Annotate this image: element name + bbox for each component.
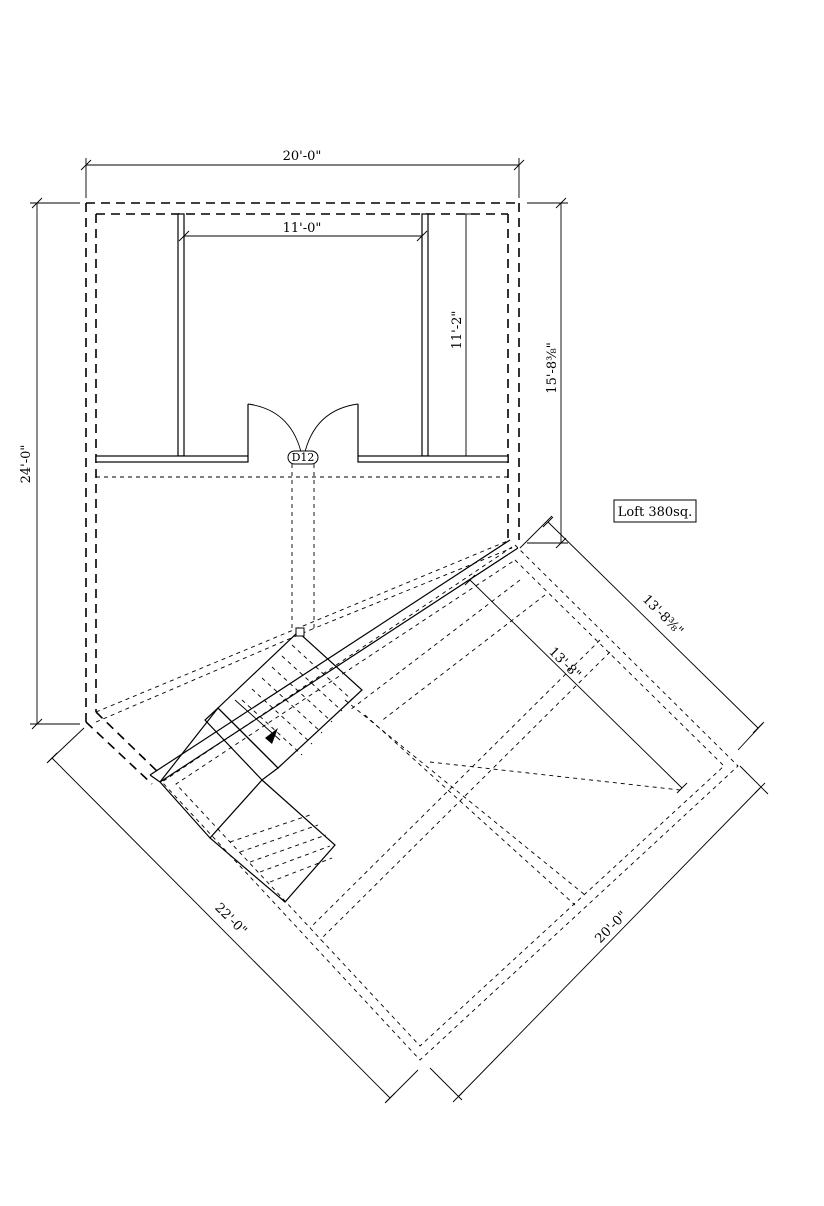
dimension-loft-bottom-right: 20'-0" bbox=[429, 765, 769, 1103]
dimension-loft-bottom-left: 22'-0" bbox=[46, 727, 419, 1104]
dimension-left-height: 24'-0" bbox=[19, 197, 80, 730]
double-door bbox=[247, 403, 359, 457]
dimension-inner-width: 11'-0" bbox=[178, 221, 428, 242]
area-label: Loft 380sq. bbox=[618, 505, 693, 520]
dimension-loft-bottom-right-label: 20'-0" bbox=[593, 909, 631, 947]
dimension-inner-depth: 11'-2" bbox=[450, 213, 472, 457]
interior-room-walls bbox=[95, 213, 509, 463]
dimension-loft-top-right: 13'-8⅜" bbox=[519, 515, 765, 751]
dimension-right-height: 15'-8⅜" bbox=[527, 197, 568, 549]
dimension-inner-width-label: 11'-0" bbox=[283, 221, 322, 236]
dimension-right-height-label: 15'-8⅜" bbox=[545, 342, 560, 393]
door-tag-label: D12 bbox=[292, 451, 315, 464]
dimension-loft-top-right-label: 13'-8⅜" bbox=[639, 592, 686, 639]
dimension-loft-inner-label: 13'-8" bbox=[545, 645, 583, 683]
dimension-loft-bottom-left-label: 22'-0" bbox=[211, 901, 249, 939]
guide-lines bbox=[95, 464, 513, 723]
area-label-box: Loft 380sq. bbox=[613, 499, 697, 523]
door-tag: D12 bbox=[287, 450, 319, 465]
angled-loft bbox=[149, 539, 739, 1061]
dimension-left-height-label: 24'-0" bbox=[19, 445, 34, 484]
dimension-inner-depth-label: 11'-2" bbox=[450, 311, 465, 350]
outer-dashed-walls bbox=[85, 202, 520, 785]
dimension-top-width-label: 20'-0" bbox=[283, 149, 322, 164]
staircase bbox=[159, 627, 363, 903]
dimension-top-width: 20'-0" bbox=[80, 149, 525, 198]
